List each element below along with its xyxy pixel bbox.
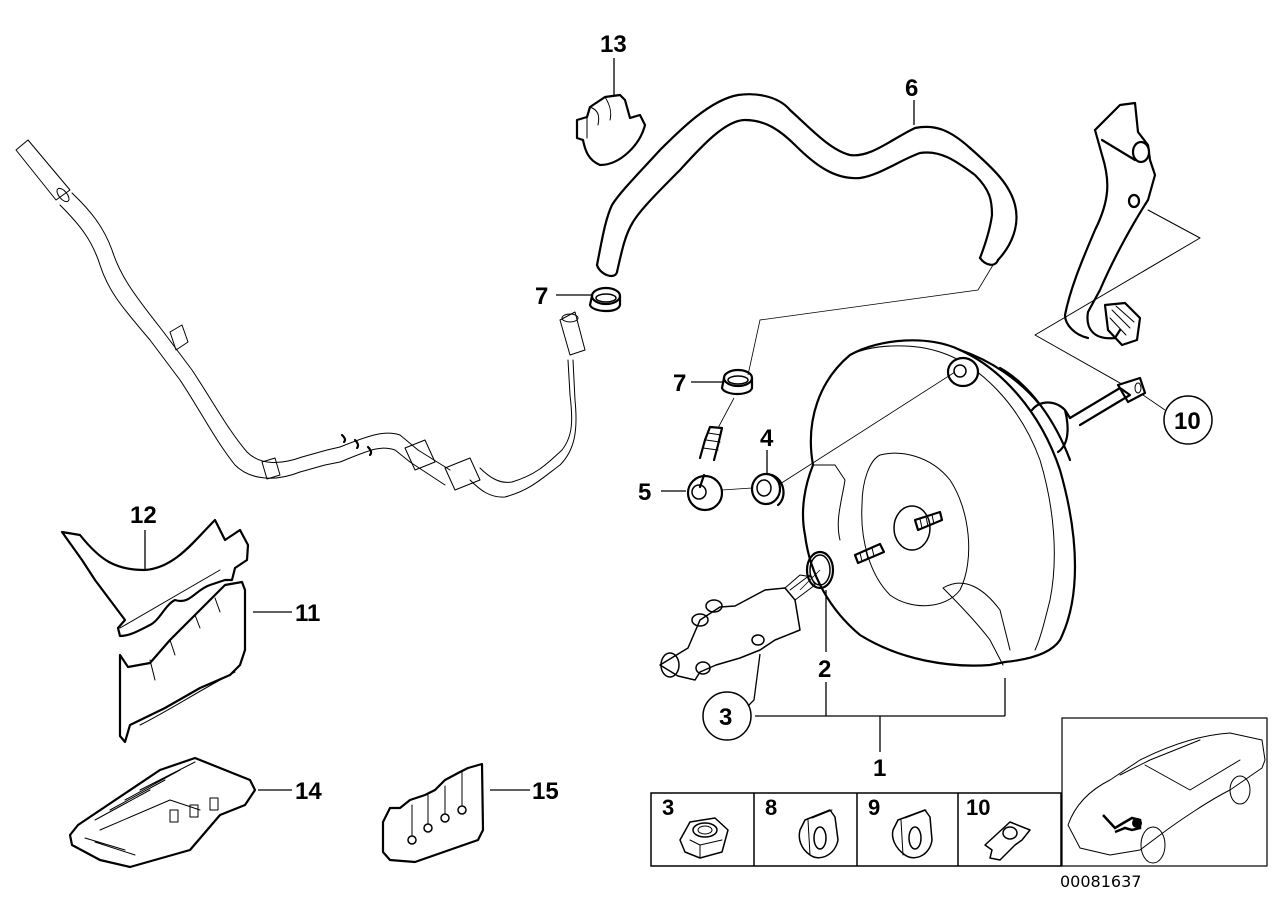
svg-text:3: 3 (662, 795, 674, 820)
legend-cell-10[interactable]: 10 (966, 795, 1031, 861)
hose-clamp-upper[interactable] (588, 286, 622, 313)
callout-11: 11 (295, 600, 320, 627)
callout-7-upper: 7 (535, 283, 548, 310)
callout-14: 14 (295, 778, 322, 805)
callout-13: 13 (600, 31, 627, 58)
callout-3: 3 (719, 704, 732, 731)
hose-clamp-lower[interactable] (720, 368, 754, 396)
callout-1: 1 (873, 755, 886, 782)
callout-10-circle (1163, 395, 1213, 445)
callout-2: 2 (818, 656, 831, 683)
leader-lines (144, 58, 1166, 791)
grommet-large-icon (891, 809, 933, 859)
callout-4: 4 (760, 425, 774, 452)
callout-3-circle (702, 691, 752, 741)
clip-13[interactable] (575, 93, 647, 167)
spring-clip-icon (984, 821, 1031, 861)
line-clip[interactable] (381, 762, 485, 864)
hose-holder-upper[interactable] (60, 518, 250, 638)
car-locator (1061, 717, 1268, 867)
svg-text:9: 9 (868, 795, 880, 820)
vacuum-line-pipe[interactable] (15, 139, 586, 498)
legend-table: 3 8 9 10 (650, 792, 1062, 867)
legend-cell-3[interactable]: 3 (662, 795, 729, 859)
callout-7-lower: 7 (673, 370, 686, 397)
legend-cell-9[interactable]: 9 (868, 795, 933, 859)
o-ring[interactable] (805, 550, 835, 590)
hose-holder-lower[interactable] (118, 580, 247, 744)
check-valve-elbow[interactable] (686, 425, 724, 512)
hex-nut-icon (679, 817, 729, 859)
callout-5: 5 (638, 479, 651, 506)
line-holder[interactable] (68, 756, 257, 869)
legend-cell-8[interactable]: 8 (765, 795, 839, 859)
vacuum-hose[interactable] (595, 93, 1018, 278)
svg-text:10: 10 (966, 795, 990, 820)
document-number: 00081637 (1060, 872, 1141, 891)
grommet[interactable] (750, 472, 785, 507)
callout-6: 6 (905, 75, 918, 102)
svg-text:8: 8 (765, 795, 777, 820)
brake-servo[interactable] (801, 339, 1147, 667)
callout-15: 15 (532, 778, 559, 805)
brake-pedal[interactable] (1034, 101, 1201, 384)
callout-12: 12 (130, 502, 157, 529)
callout-labels: 13 6 7 7 4 5 12 11 2 1 14 15 3 10 (130, 31, 1213, 805)
grommet-icon (798, 809, 839, 859)
callout-10: 10 (1174, 408, 1201, 435)
master-cylinder[interactable] (659, 574, 816, 681)
